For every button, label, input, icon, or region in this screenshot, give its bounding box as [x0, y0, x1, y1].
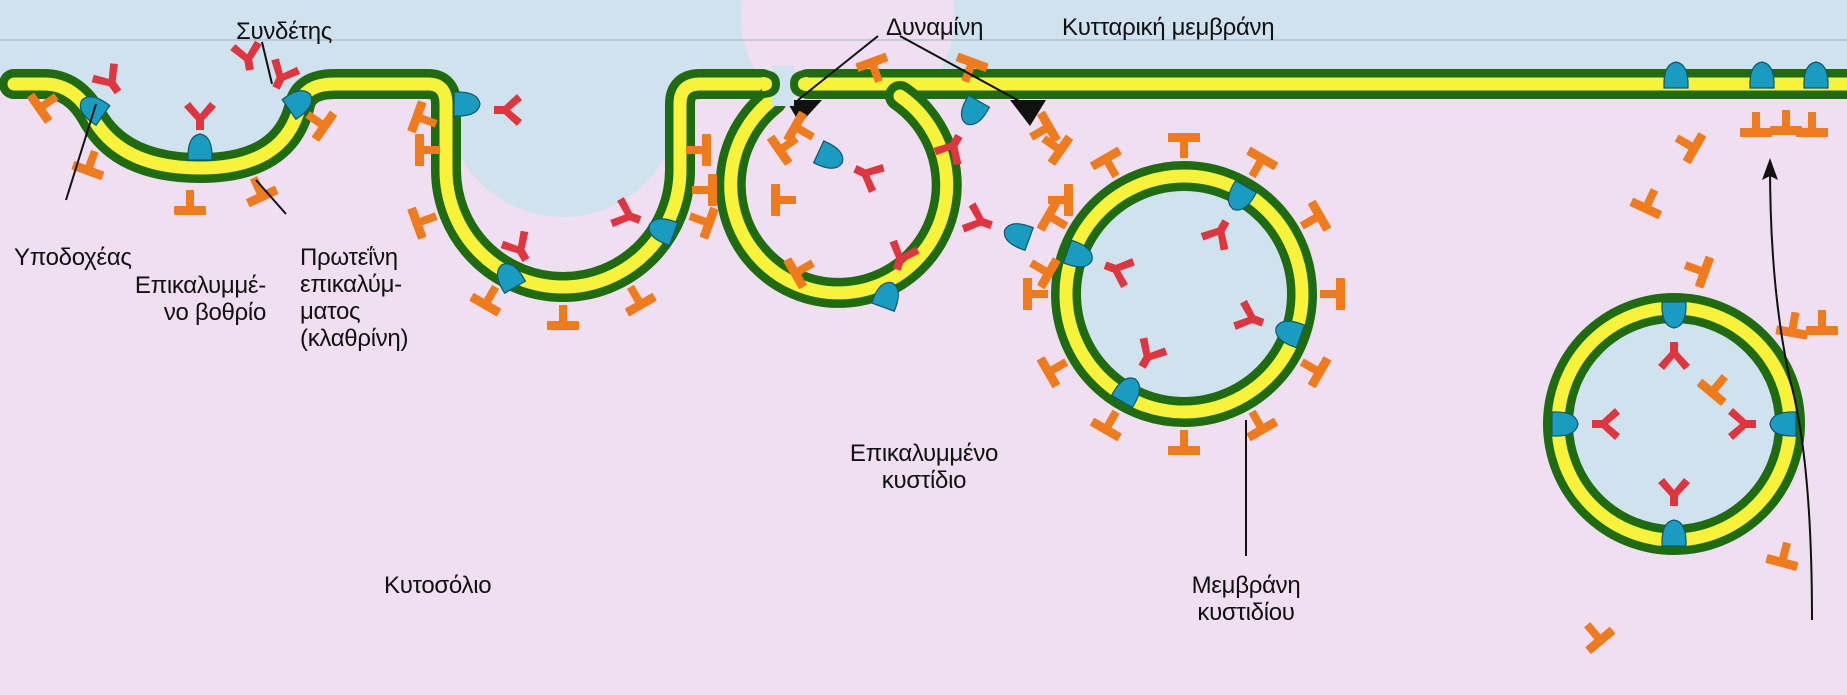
label-dynamin: Δυναμίνη	[886, 14, 983, 41]
label-cytosol: Κυτοσόλιο	[384, 572, 491, 599]
label-coat-protein: Πρωτεΐνη επικαλύμ- ματος (κλαθρίνη)	[300, 244, 408, 352]
label-coated-pit: Επικαλυμμέ- νο βοθρίο	[120, 272, 266, 326]
label-receptor: Υποδοχέας	[14, 244, 132, 271]
label-plasma-membrane: Κυτταρική μεμβράνη	[1062, 14, 1274, 41]
label-syndetis: Συνδέτης	[236, 18, 332, 45]
label-vesicle-membrane: Μεμβράνη κυστιδίου	[1192, 572, 1301, 626]
label-coated-vesicle: Επικαλυμμένο κυστίδιο	[850, 440, 998, 494]
